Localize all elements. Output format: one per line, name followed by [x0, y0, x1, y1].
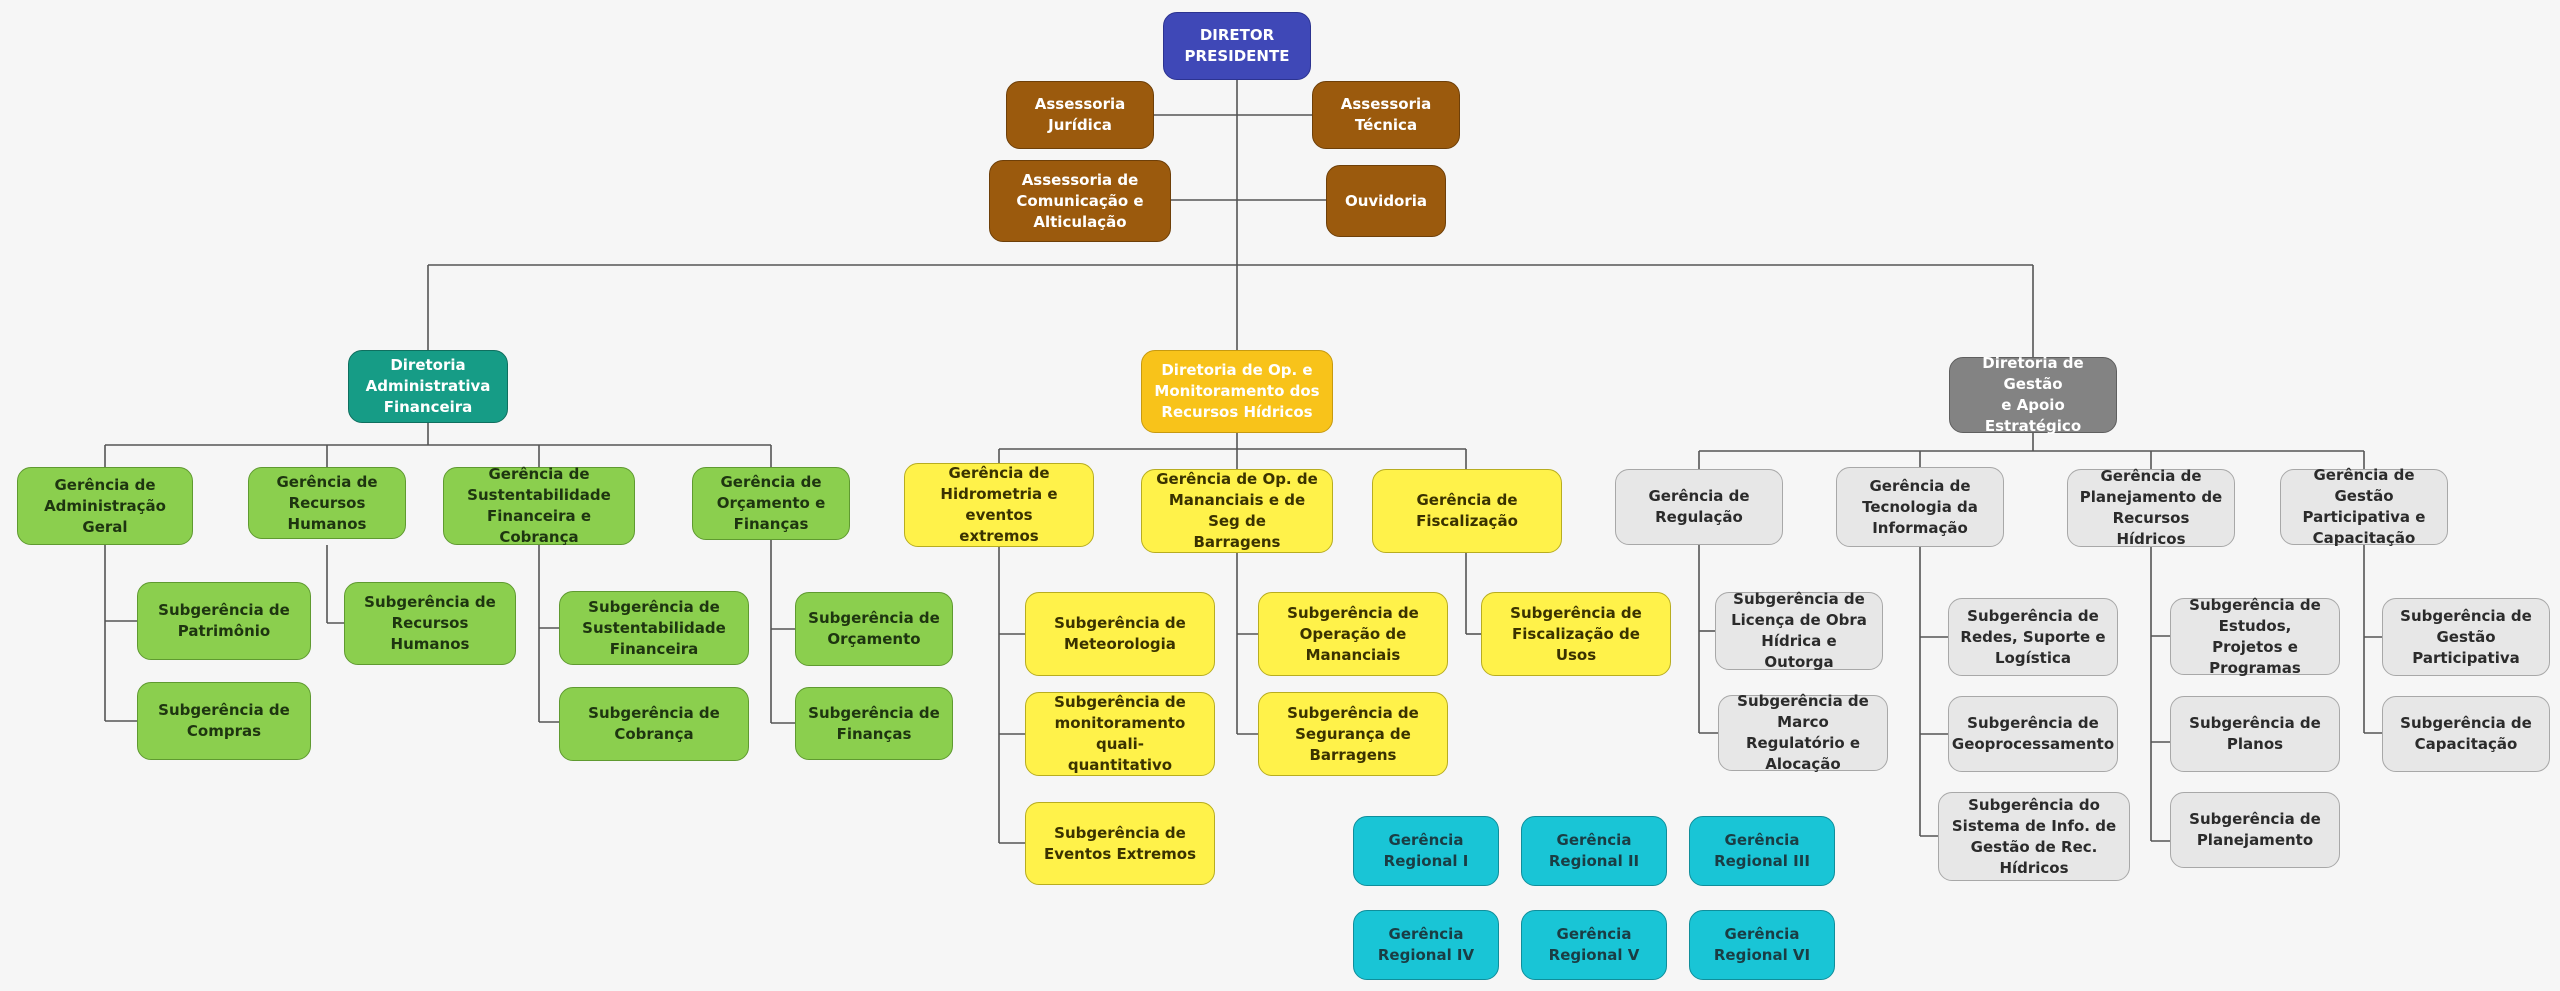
node-gerencia-recursos-humanos[interactable]: Gerência de Recursos Humanos	[248, 467, 406, 539]
node-subgerencia-fiscalizacao-usos[interactable]: Subgerência de Fiscalização de Usos	[1481, 592, 1671, 676]
node-subgerencia-patrimonio[interactable]: Subgerência de Patrimônio	[137, 582, 311, 660]
node-gerencia-gestao-participativa[interactable]: Gerência de Gestão Participativa e Capac…	[2280, 466, 2448, 547]
node-gerencia-sustentabilidade[interactable]: Gerência de Sustentabilidade Financeira …	[443, 465, 635, 546]
node-gerencia-regional-5[interactable]: Gerência Regional V	[1521, 910, 1667, 980]
node-gerencia-administracao-geral[interactable]: Gerência de Administração Geral	[17, 467, 193, 545]
node-subgerencia-planejamento[interactable]: Subgerência de Planejamento	[2170, 792, 2340, 868]
node-assessoria-tecnica[interactable]: Assessoria Técnica	[1312, 81, 1460, 149]
node-subgerencia-monitoramento[interactable]: Subgerência de monitoramento quali- quan…	[1025, 692, 1215, 776]
node-gerencia-regional-6[interactable]: Gerência Regional VI	[1689, 910, 1835, 980]
node-assessoria-juridica[interactable]: Assessoria Jurídica	[1006, 81, 1154, 149]
node-subgerencia-capacitacao[interactable]: Subgerência de Capacitação	[2382, 696, 2550, 772]
node-subgerencia-geoprocessamento[interactable]: Subgerência de Geoprocessamento	[1948, 696, 2118, 772]
node-diretoria-operacoes[interactable]: Diretoria de Op. e Monitoramento dos Rec…	[1141, 350, 1333, 433]
node-subgerencia-meteorologia[interactable]: Subgerência de Meteorologia	[1025, 592, 1215, 676]
node-subgerencia-operacao-mananciais[interactable]: Subgerência de Operação de Mananciais	[1258, 592, 1448, 676]
node-gerencia-regional-4[interactable]: Gerência Regional IV	[1353, 910, 1499, 980]
node-gerencia-regional-1[interactable]: Gerência Regional I	[1353, 816, 1499, 886]
node-subgerencia-planos[interactable]: Subgerência de Planos	[2170, 696, 2340, 772]
node-subgerencia-eventos-extremos[interactable]: Subgerência de Eventos Extremos	[1025, 802, 1215, 885]
node-gerencia-hidrometria[interactable]: Gerência de Hidrometria e eventos extrem…	[904, 463, 1094, 547]
node-subgerencia-sistema-info[interactable]: Subgerência do Sistema de Info. de Gestã…	[1938, 792, 2130, 881]
node-gerencia-regional-2[interactable]: Gerência Regional II	[1521, 816, 1667, 886]
node-subgerencia-redes-suporte[interactable]: Subgerência de Redes, Suporte e Logístic…	[1948, 598, 2118, 676]
node-diretoria-administrativa[interactable]: Diretoria Administrativa Financeira	[348, 350, 508, 423]
node-subgerencia-financas[interactable]: Subgerência de Finanças	[795, 687, 953, 760]
node-subgerencia-estudos-projetos[interactable]: Subgerência de Estudos, Projetos e Progr…	[2170, 596, 2340, 677]
node-subgerencia-marco-regulatorio[interactable]: Subgerência de Marco Regulatório e Aloca…	[1718, 692, 1888, 773]
node-gerencia-planejamento[interactable]: Gerência de Planejamento de Recursos Híd…	[2067, 467, 2235, 548]
node-gerencia-tecnologia[interactable]: Gerência de Tecnologia da Informação	[1836, 467, 2004, 547]
node-gerencia-mananciais-barragens[interactable]: Gerência de Op. de Mananciais e de Seg d…	[1141, 469, 1333, 553]
node-diretoria-gestao[interactable]: Diretoria de Gestão e Apoio Estratégico	[1949, 354, 2117, 435]
node-assessoria-comunicacao[interactable]: Assessoria de Comunicação e Alticulação	[989, 160, 1171, 242]
node-subgerencia-sustentabilidade[interactable]: Subgerência de Sustentabilidade Financei…	[559, 591, 749, 665]
node-gerencia-regional-3[interactable]: Gerência Regional III	[1689, 816, 1835, 886]
node-subgerencia-gestao-participativa[interactable]: Subgerência de Gestão Participativa	[2382, 598, 2550, 676]
node-gerencia-orcamento-financas[interactable]: Gerência de Orçamento e Finanças	[692, 467, 850, 540]
node-subgerencia-compras[interactable]: Subgerência de Compras	[137, 682, 311, 760]
node-subgerencia-licenca-outorga[interactable]: Subgerência de Licença de Obra Hídrica e…	[1715, 590, 1883, 671]
node-subgerencia-seguranca-barragens[interactable]: Subgerência de Segurança de Barragens	[1258, 692, 1448, 776]
node-subgerencia-cobranca[interactable]: Subgerência de Cobrança	[559, 687, 749, 761]
node-subgerencia-recursos-humanos[interactable]: Subgerência de Recursos Humanos	[344, 582, 516, 665]
node-gerencia-regulacao[interactable]: Gerência de Regulação	[1615, 469, 1783, 545]
node-diretor-presidente[interactable]: DIRETOR PRESIDENTE	[1163, 12, 1311, 80]
node-ouvidoria[interactable]: Ouvidoria	[1326, 165, 1446, 237]
node-subgerencia-orcamento[interactable]: Subgerência de Orçamento	[795, 592, 953, 666]
node-gerencia-fiscalizacao[interactable]: Gerência de Fiscalização	[1372, 469, 1562, 553]
